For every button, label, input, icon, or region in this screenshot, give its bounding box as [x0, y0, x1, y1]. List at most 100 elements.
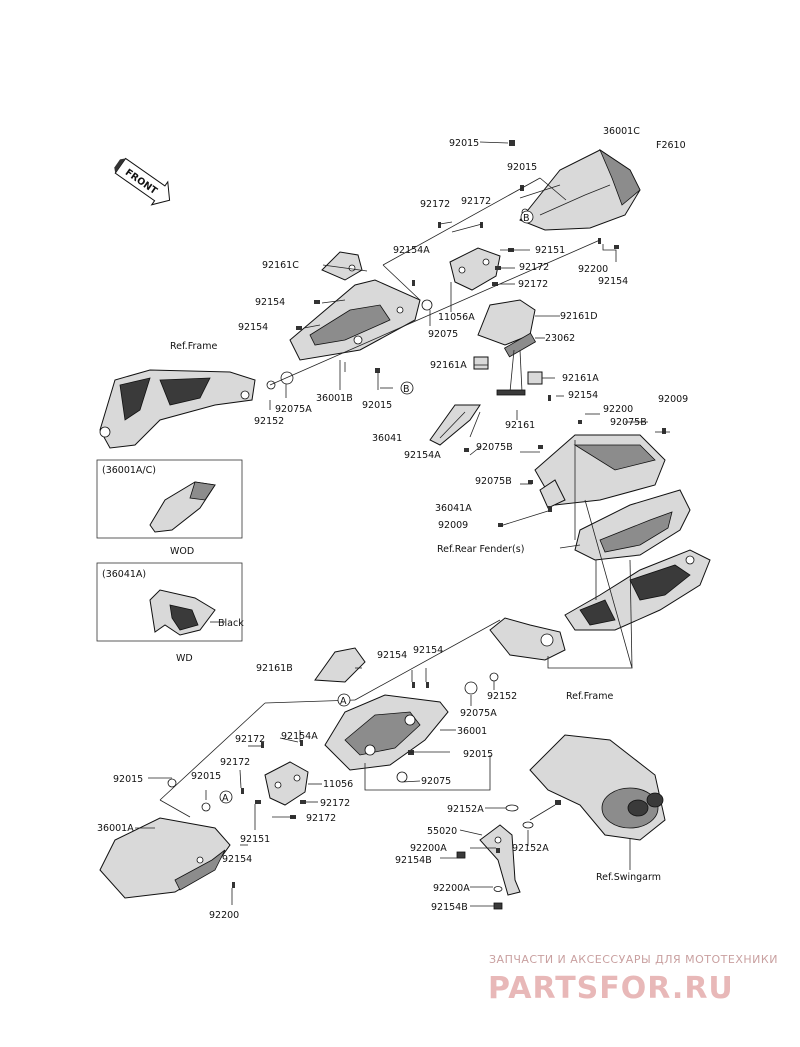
- swingarm: [529, 734, 666, 841]
- grommet-92075A-top: [280, 371, 294, 385]
- part-label: 92172: [320, 798, 350, 809]
- grommet-92015-bot: [201, 802, 211, 812]
- frame-mid: [564, 549, 711, 631]
- part-label: 92151: [535, 245, 565, 256]
- part-label: 92075B: [475, 476, 512, 487]
- watermark: ЗАПЧАСТИ И АКСЕССУАРЫ ДЛЯ МОТОТЕХНИКИ PA…: [488, 953, 778, 1006]
- part-label: 92015: [507, 162, 537, 173]
- part-label: 36001B: [316, 393, 353, 404]
- trim-36041: [429, 404, 481, 446]
- inset-color-a: (36001A/C) WOD: [96, 459, 243, 557]
- part-label: 92200: [578, 264, 608, 275]
- ref-rear-fender: Ref.Rear Fender(s): [437, 544, 524, 555]
- washer-92200A-2: [493, 886, 503, 892]
- part-label: 92172: [518, 279, 548, 290]
- part-label: 92161: [505, 420, 535, 431]
- part-label: 92009: [658, 394, 688, 405]
- svg-text:A: A: [340, 696, 347, 707]
- part-label: 92015: [113, 774, 143, 785]
- seat-cowl-36001B: [289, 279, 421, 361]
- part-label: 92015: [449, 138, 479, 149]
- part-label: 92154: [568, 390, 598, 401]
- part-label: 92161B: [256, 663, 293, 674]
- part-label: 92015: [191, 771, 221, 782]
- inset-b-callout: Black: [218, 618, 244, 629]
- part-label: 92172: [420, 199, 450, 210]
- grommet-92075-bot: [396, 771, 408, 783]
- part-label: 92154A: [393, 245, 430, 256]
- collar-92152A-1: [505, 804, 519, 812]
- pad-92161B: [314, 647, 366, 683]
- ref-frame-mid: Ref.Frame: [566, 691, 613, 702]
- part-label: 92172: [235, 734, 265, 745]
- collar-92152-mid: [489, 672, 499, 682]
- part-label: 92154B: [431, 902, 468, 913]
- watermark-brand: PARTSFOR.RU: [488, 971, 734, 1006]
- part-label: 92200: [209, 910, 239, 921]
- part-label: 92009: [438, 520, 468, 531]
- part-label: 11056: [323, 779, 353, 790]
- lamp-23062: [496, 332, 537, 396]
- part-label: 92075: [428, 329, 458, 340]
- part-label: 92015: [463, 749, 493, 760]
- ref-frame-top: Ref.Frame: [170, 341, 217, 352]
- bolt-92154B-2: [493, 902, 503, 910]
- part-label: 92151: [240, 834, 270, 845]
- collar-92152-top: [266, 380, 276, 390]
- part-label: 92161A: [562, 373, 599, 384]
- part-labels: 92015 36001C 92015 92172 92172 92154A 92…: [97, 126, 688, 921]
- inset-b-header: (36041A): [102, 569, 146, 580]
- grommet-92015-left: [167, 778, 177, 788]
- circle-a-mid: A: [337, 693, 351, 707]
- part-label: 92075: [421, 776, 451, 787]
- circle-a-bot: A: [219, 790, 233, 804]
- part-label: 92075B: [610, 417, 647, 428]
- part-label: 36001A: [97, 823, 134, 834]
- part-label: 92075B: [476, 442, 513, 453]
- frame-left: [99, 369, 256, 449]
- part-label: 92075A: [460, 708, 497, 719]
- inset-color-b: (36041A) Black WD: [96, 562, 244, 664]
- part-label: 36001C: [603, 126, 640, 137]
- part-label: 92200A: [410, 843, 447, 854]
- watermark-tagline: ЗАПЧАСТИ И АКСЕССУАРЫ ДЛЯ МОТОТЕХНИКИ: [489, 953, 778, 966]
- part-label: 92154A: [404, 450, 441, 461]
- part-label: 23062: [545, 333, 575, 344]
- bracket-11056A: [449, 247, 501, 291]
- svg-text:B: B: [403, 384, 410, 395]
- part-label: 92154: [598, 276, 628, 287]
- inset-b-footer: WD: [176, 653, 193, 664]
- part-label: 36041A: [435, 503, 472, 514]
- inset-a-footer: WOD: [170, 546, 194, 557]
- part-label: 92152A: [447, 804, 484, 815]
- svg-text:A: A: [222, 793, 229, 804]
- part-label: 92172: [461, 196, 491, 207]
- bracket-55020: [479, 824, 521, 896]
- svg-text:B: B: [523, 213, 530, 224]
- part-label: 11056A: [438, 312, 475, 323]
- collar-92152A-2: [522, 821, 534, 829]
- grommet-92075-top: [421, 299, 433, 311]
- part-label: 92172: [220, 757, 250, 768]
- seat-cowl-36001: [324, 694, 449, 771]
- part-label: 92200: [603, 404, 633, 415]
- part-label: 92200A: [433, 883, 470, 894]
- part-label: 36001: [457, 726, 487, 737]
- bracket-11056: [264, 761, 309, 806]
- part-label: 92075A: [275, 404, 312, 415]
- part-label: 92172: [519, 262, 549, 273]
- part-label: 92154: [413, 645, 443, 656]
- part-label: 92015: [362, 400, 392, 411]
- part-label: 92152: [254, 416, 284, 427]
- circle-b-top: B: [520, 210, 534, 224]
- inset-a-header: (36001A/C): [102, 465, 156, 476]
- part-label: 92172: [306, 813, 336, 824]
- pad-92161A-left: [473, 356, 489, 370]
- part-label: 55020: [427, 826, 457, 837]
- front-arrow-icon: FRONT: [114, 157, 171, 206]
- part-label: 92154A: [281, 731, 318, 742]
- tail-cover-36001A: [99, 817, 231, 899]
- ref-swingarm: Ref.Swingarm: [596, 872, 661, 883]
- diagram-code: F2610: [656, 140, 686, 151]
